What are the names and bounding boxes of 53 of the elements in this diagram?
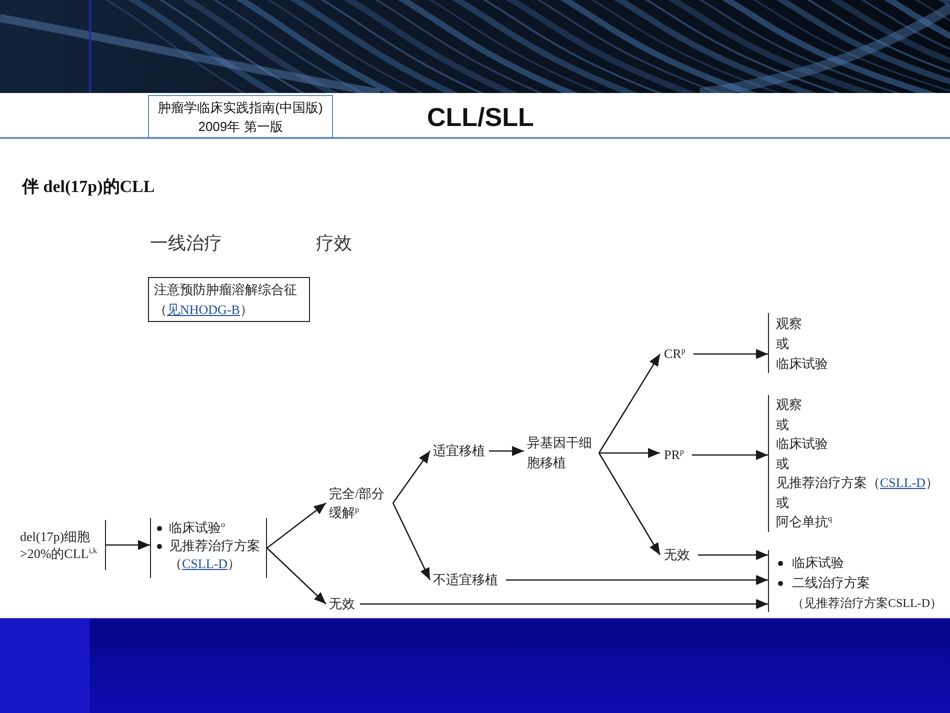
item-text: 临床试验 xyxy=(776,435,829,453)
arrow xyxy=(392,450,431,504)
step-label: 无效 xyxy=(326,595,360,613)
step-label: CR$^{p}$ xyxy=(660,345,694,363)
arrow xyxy=(599,448,660,458)
section-heading: 伴 del(17p)的CLL xyxy=(22,176,155,197)
step-label: 不适宜移植 xyxy=(430,571,506,589)
step-label: 无效 xyxy=(660,546,698,564)
note-text: 注意预防肿瘤溶解综合征 xyxy=(154,280,298,298)
item-text: 二线治疗方案 xyxy=(792,574,870,592)
arrow xyxy=(692,450,768,460)
step-label: 完全/部分缓解$^{p}$ xyxy=(326,484,393,522)
link: CSLL-D xyxy=(182,556,228,571)
item-text: 临床试验 xyxy=(776,355,829,373)
step-label: PR$^{p}$ xyxy=(660,446,692,464)
note-box xyxy=(148,277,310,322)
link: 见NHODG-B xyxy=(167,302,240,316)
item-text: 观察 xyxy=(776,315,803,333)
arrow xyxy=(598,452,661,556)
item-text: 或 xyxy=(776,494,790,512)
arrow xyxy=(506,575,768,585)
header-box xyxy=(148,95,333,138)
arrow xyxy=(266,548,326,604)
item-text: （见推荐治疗方案CSLL-D） xyxy=(792,595,943,612)
bracketed-text xyxy=(18,520,106,570)
step-label: 适宜移植 xyxy=(430,442,489,460)
header-text: 2009年 第一版 xyxy=(198,118,283,136)
item-text: 或 xyxy=(776,335,790,353)
item-text: 临床试验$^{o}$ xyxy=(169,519,225,537)
arrow xyxy=(360,599,768,609)
item-text: 或 xyxy=(776,416,790,434)
bracketed-list xyxy=(150,518,267,578)
arrow xyxy=(489,446,524,456)
item-text: 观察 xyxy=(776,396,803,414)
arrow xyxy=(693,349,768,359)
item-text: 或 xyxy=(776,454,790,472)
header-text: 肿瘤学临床实践指南(中国版) xyxy=(158,98,323,116)
item-text: 临床试验 xyxy=(792,554,844,572)
arrow xyxy=(392,502,431,580)
step-label: 异基因干细胞移植 xyxy=(524,433,599,473)
item-text: 阿仑单抗$^{q}$ xyxy=(776,513,833,531)
arrow xyxy=(106,540,150,550)
column-heading: 疗效 xyxy=(316,232,352,254)
column-heading: 一线治疗 xyxy=(150,232,222,254)
arrow xyxy=(598,354,661,454)
item-text: del(17p)细胞>20%的CLL$^{i,k}$ xyxy=(20,528,98,562)
item-text: 见推荐治疗方案（CSLL-D） xyxy=(776,474,940,492)
page-title: CLL/SLL xyxy=(427,102,534,132)
item-text: 见推荐治疗方案（CSLL-D） xyxy=(169,537,261,573)
note-text: （见NHODG-B） xyxy=(154,300,254,318)
arrow xyxy=(266,502,326,549)
arrow xyxy=(698,550,768,560)
link: CSLL-D xyxy=(880,475,926,490)
